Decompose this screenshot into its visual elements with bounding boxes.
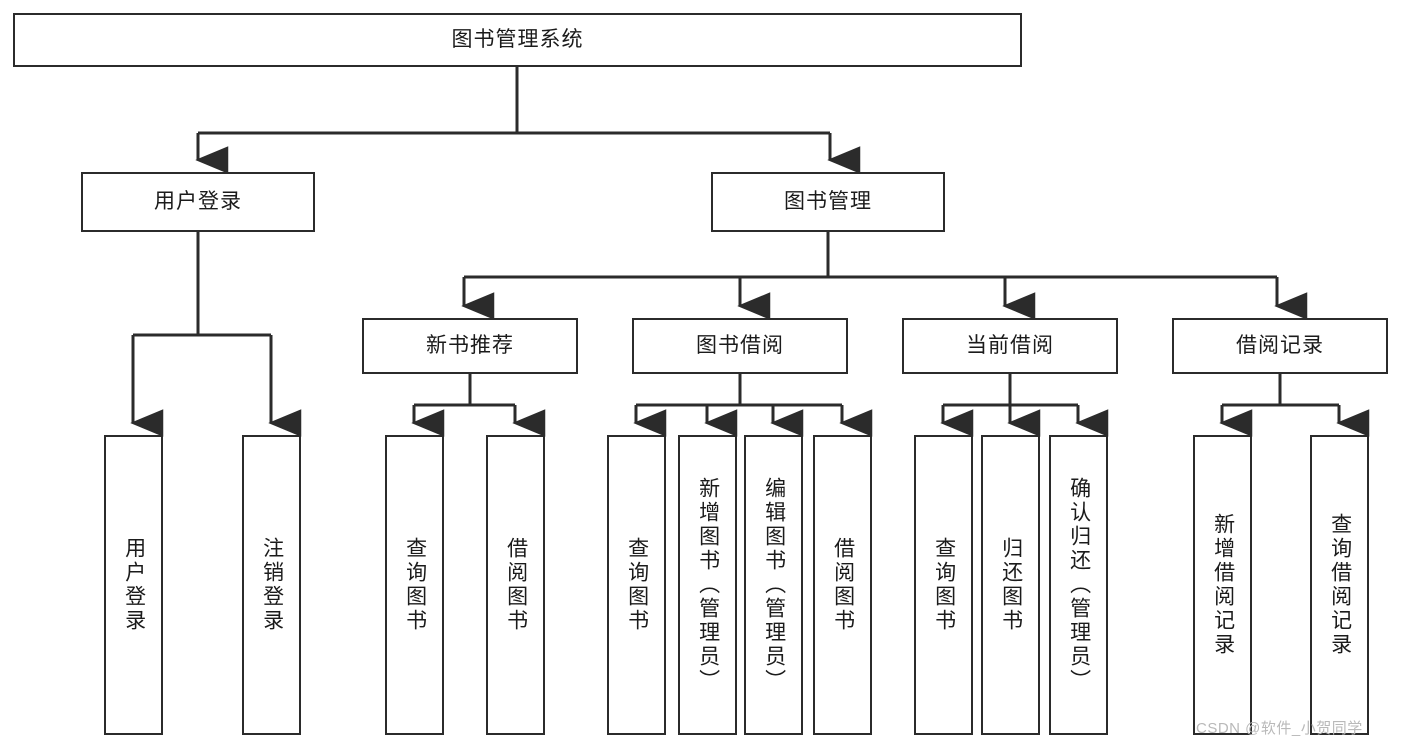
leaf-borrow-add-book-admin[interactable]: 新增图书（管理员） [678,435,737,735]
leaf-current-return-book[interactable]: 归还图书 [981,435,1040,735]
node-current-borrow-label: 当前借阅 [966,334,1054,358]
leaf-current-query-book[interactable]: 查询图书 [914,435,973,735]
node-book-borrow[interactable]: 图书借阅 [632,318,848,374]
leaf-label: 注销登录 [260,537,284,633]
leaf-label: 用户登录 [122,537,146,633]
leaf-new-book-borrow[interactable]: 借阅图书 [486,435,545,735]
leaf-label: 确认归还（管理员） [1067,477,1091,693]
leaf-user-login-login[interactable]: 用户登录 [104,435,163,735]
leaf-label: 借阅图书 [831,537,855,633]
leaf-user-login-logout[interactable]: 注销登录 [242,435,301,735]
leaf-new-book-query[interactable]: 查询图书 [385,435,444,735]
node-user-login-label: 用户登录 [154,190,242,214]
node-book-management[interactable]: 图书管理 [711,172,945,232]
leaf-label: 查询图书 [403,537,427,633]
leaf-record-query[interactable]: 查询借阅记录 [1310,435,1369,735]
node-new-book-recommend-label: 新书推荐 [426,334,514,358]
leaf-borrow-borrow-book[interactable]: 借阅图书 [813,435,872,735]
node-root[interactable]: 图书管理系统 [13,13,1022,67]
leaf-current-confirm-return-admin[interactable]: 确认归还（管理员） [1049,435,1108,735]
leaf-label: 借阅图书 [504,537,528,633]
node-root-label: 图书管理系统 [451,28,584,52]
leaf-label: 归还图书 [999,537,1023,633]
leaf-record-add[interactable]: 新增借阅记录 [1193,435,1252,735]
csdn-watermark: CSDN @软件_小贺同学 [1196,720,1363,737]
node-current-borrow[interactable]: 当前借阅 [902,318,1118,374]
leaf-label: 查询图书 [625,537,649,633]
node-user-login[interactable]: 用户登录 [81,172,315,232]
node-book-borrow-label: 图书借阅 [696,334,784,358]
node-new-book-recommend[interactable]: 新书推荐 [362,318,578,374]
node-borrow-record-label: 借阅记录 [1236,334,1324,358]
leaf-label: 编辑图书（管理员） [762,477,786,693]
leaf-label: 查询借阅记录 [1328,513,1352,657]
leaf-label: 查询图书 [932,537,956,633]
node-book-management-label: 图书管理 [784,190,872,214]
leaf-borrow-edit-book-admin[interactable]: 编辑图书（管理员） [744,435,803,735]
leaf-borrow-query-book[interactable]: 查询图书 [607,435,666,735]
node-borrow-record[interactable]: 借阅记录 [1172,318,1388,374]
leaf-label: 新增借阅记录 [1211,513,1235,657]
leaf-label: 新增图书（管理员） [696,477,720,693]
